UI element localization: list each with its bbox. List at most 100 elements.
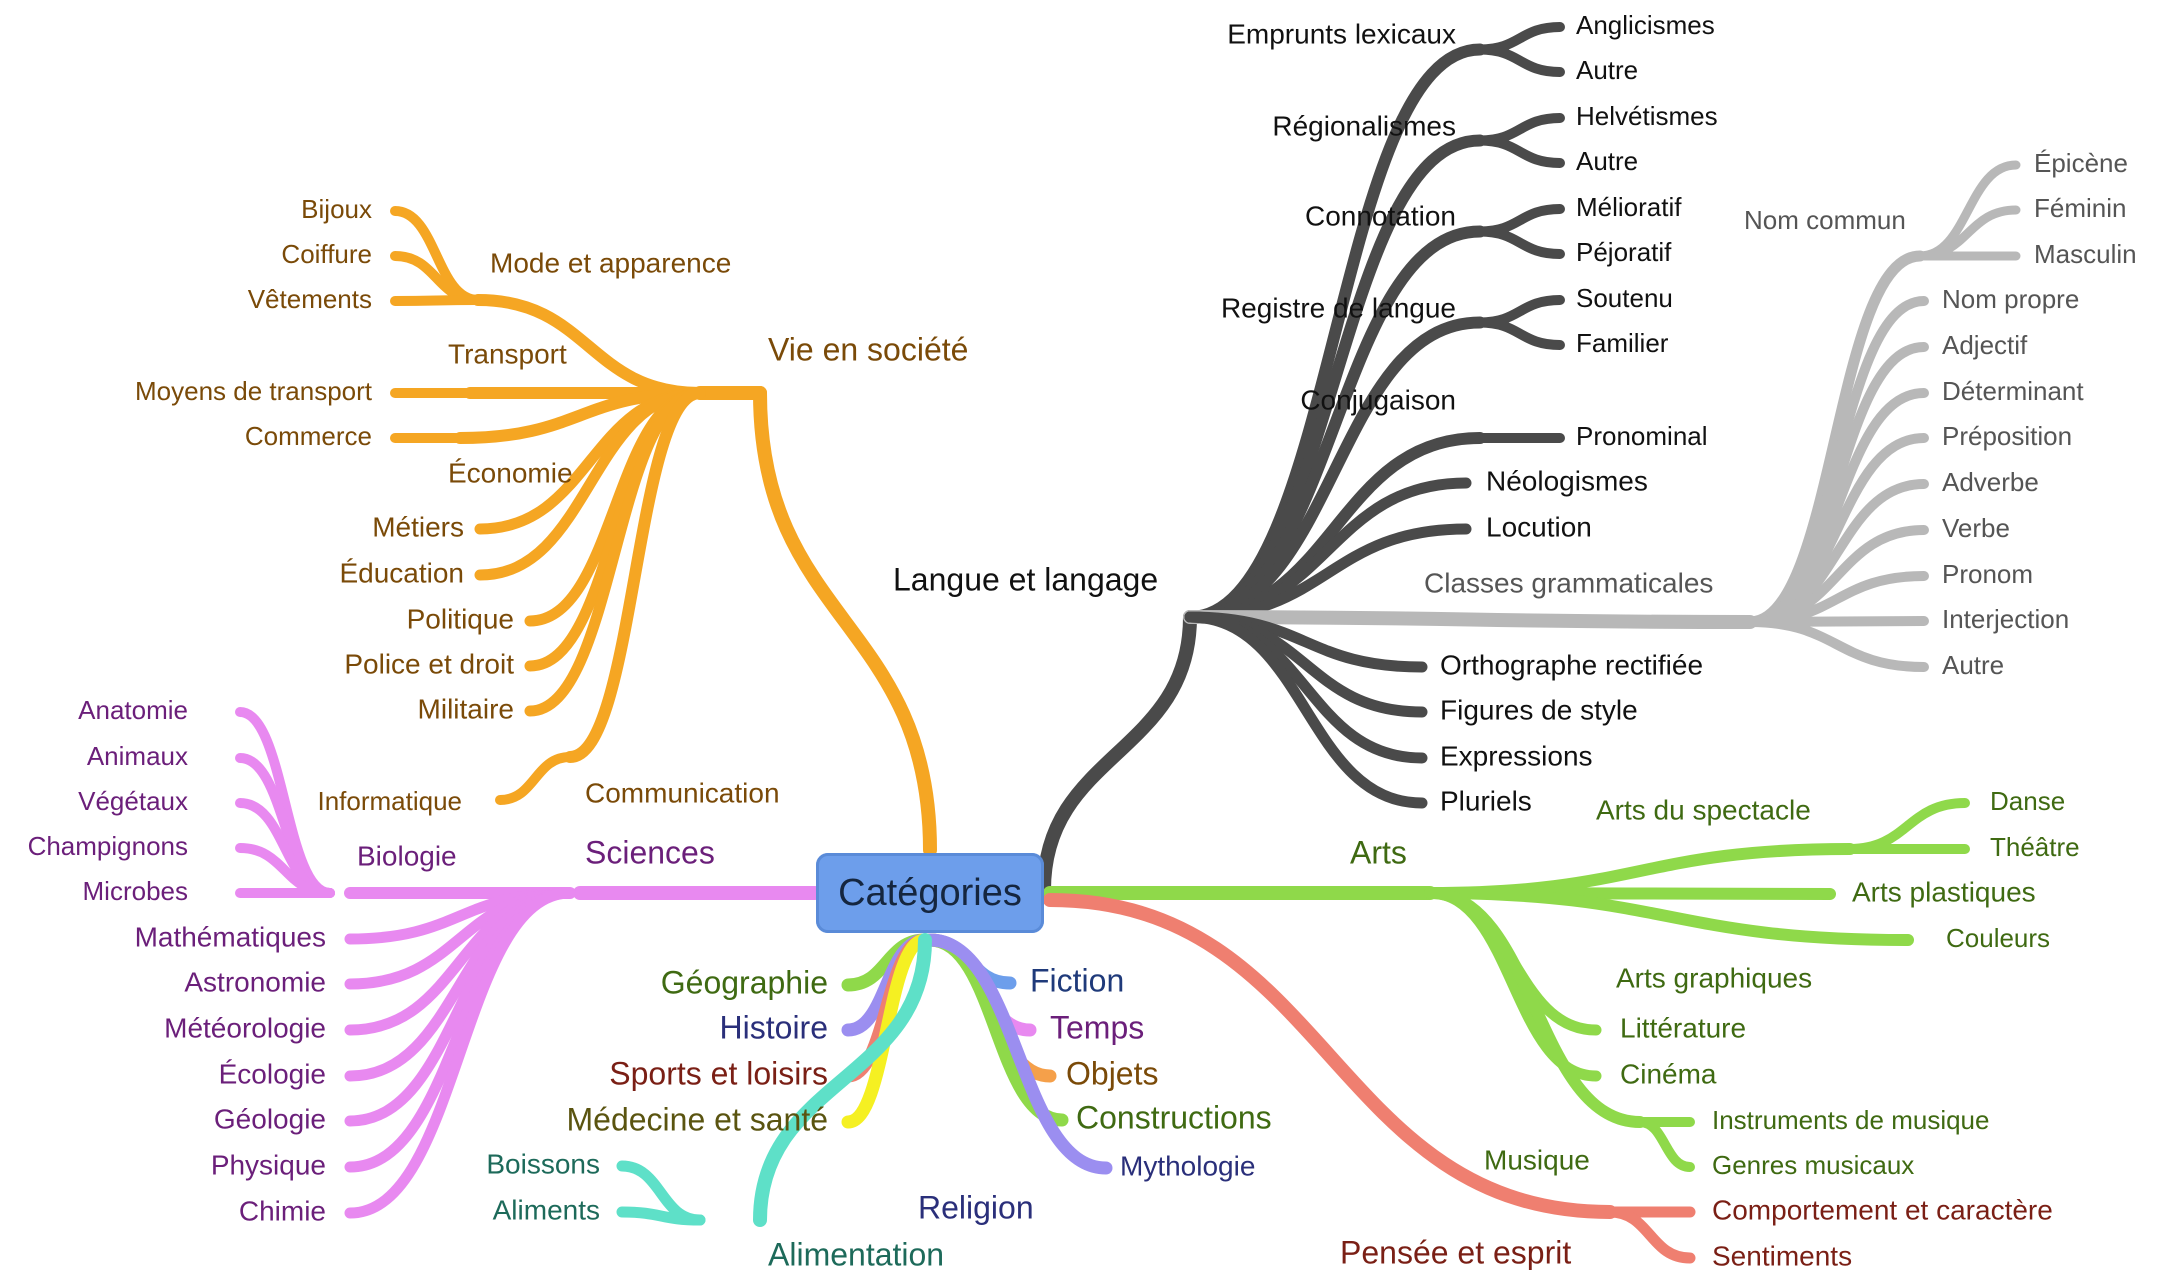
- link-68: [1845, 798, 1970, 854]
- node-comportement-et-caractere[interactable]: Comportement et caractère: [1712, 1194, 2053, 1225]
- node-temps[interactable]: Temps: [1050, 1009, 1144, 1045]
- node-astronomie[interactable]: Astronomie: [184, 966, 326, 997]
- node-mode-et-apparence[interactable]: Mode et apparence: [490, 247, 731, 278]
- node-sciences[interactable]: Sciences: [585, 834, 715, 870]
- node-expressions[interactable]: Expressions: [1440, 740, 1593, 771]
- node-determinant[interactable]: Déterminant: [1942, 376, 2084, 406]
- node-feminin[interactable]: Féminin: [2034, 193, 2126, 223]
- node-moyens-de-transport[interactable]: Moyens de transport: [135, 376, 373, 406]
- node-fiction[interactable]: Fiction: [1030, 962, 1124, 998]
- node-conjugaison[interactable]: Conjugaison: [1300, 384, 1456, 415]
- node-biologie[interactable]: Biologie: [357, 840, 457, 871]
- node-vetements[interactable]: Vêtements: [248, 284, 372, 314]
- node-arts-du-spectacle[interactable]: Arts du spectacle: [1596, 794, 1811, 825]
- node-aliments[interactable]: Aliments: [493, 1194, 600, 1225]
- node-helvetismes[interactable]: Helvétismes: [1576, 101, 1718, 131]
- node-theatre[interactable]: Théâtre: [1990, 832, 2080, 862]
- node-animaux[interactable]: Animaux: [87, 741, 188, 771]
- node-militaire[interactable]: Militaire: [418, 693, 514, 724]
- node-anatomie[interactable]: Anatomie: [78, 695, 188, 725]
- node-pensee-et-esprit[interactable]: Pensée et esprit: [1340, 1234, 1571, 1270]
- node-instruments-de-musique[interactable]: Instruments de musique: [1712, 1105, 1989, 1135]
- node-regionalismes[interactable]: Régionalismes: [1272, 110, 1456, 141]
- node-mythologie[interactable]: Mythologie: [1120, 1150, 1255, 1181]
- node-vegetaux[interactable]: Végétaux: [78, 786, 188, 816]
- node-economie[interactable]: Économie: [448, 457, 573, 488]
- link-28: [344, 887, 576, 1127]
- node-communication[interactable]: Communication: [585, 777, 780, 808]
- node-musique[interactable]: Musique: [1484, 1144, 1590, 1175]
- node-histoire[interactable]: Histoire: [720, 1009, 828, 1045]
- node-anglicismes[interactable]: Anglicismes: [1576, 10, 1715, 40]
- node-boissons[interactable]: Boissons: [486, 1148, 600, 1179]
- node-microbes[interactable]: Microbes: [83, 876, 188, 906]
- node-connotation[interactable]: Connotation: [1305, 200, 1456, 231]
- node-objets[interactable]: Objets: [1066, 1055, 1158, 1091]
- node-masculin[interactable]: Masculin: [2034, 239, 2137, 269]
- node-figures-de-style[interactable]: Figures de style: [1440, 694, 1638, 725]
- node-physique[interactable]: Physique: [211, 1149, 326, 1180]
- node-chimie[interactable]: Chimie: [239, 1195, 326, 1226]
- node-classes-grammaticales[interactable]: Classes grammaticales: [1424, 567, 1713, 598]
- node-transport[interactable]: Transport: [448, 338, 567, 369]
- node-autre[interactable]: Autre: [1576, 55, 1638, 85]
- node-pejoratif[interactable]: Péjoratif: [1576, 237, 1672, 267]
- node-adjectif[interactable]: Adjectif: [1942, 330, 2028, 360]
- node-verbe[interactable]: Verbe: [1942, 513, 2010, 543]
- node-pluriels[interactable]: Pluriels: [1440, 785, 1532, 816]
- node-alimentation[interactable]: Alimentation: [768, 1236, 944, 1272]
- node-danse[interactable]: Danse: [1990, 786, 2065, 816]
- node-commerce[interactable]: Commerce: [245, 421, 372, 451]
- node-arts-plastiques[interactable]: Arts plastiques: [1852, 876, 2036, 907]
- node-preposition[interactable]: Préposition: [1942, 421, 2072, 451]
- node-politique[interactable]: Politique: [407, 603, 514, 634]
- node-ecologie[interactable]: Écologie: [219, 1058, 326, 1089]
- node-langue-et-langage[interactable]: Langue et langage: [893, 561, 1158, 597]
- link-11: [474, 387, 706, 581]
- node-cinema[interactable]: Cinéma: [1620, 1058, 1717, 1089]
- node-autre[interactable]: Autre: [1576, 146, 1638, 176]
- node-pronom[interactable]: Pronom: [1942, 559, 2033, 589]
- node-melioratif[interactable]: Mélioratif: [1576, 192, 1682, 222]
- node-neologismes[interactable]: Néologismes: [1486, 465, 1648, 496]
- node-couleurs[interactable]: Couleurs: [1946, 923, 2050, 953]
- node-coiffure[interactable]: Coiffure: [281, 239, 372, 269]
- node-geologie[interactable]: Géologie: [214, 1103, 326, 1134]
- center-node-label: Catégories: [838, 871, 1022, 914]
- node-autre[interactable]: Autre: [1942, 650, 2004, 680]
- node-genres-musicaux[interactable]: Genres musicaux: [1712, 1150, 1914, 1180]
- node-labels: Vie en société Mode et apparence BijouxCoi…: [28, 10, 2137, 1273]
- node-geographie[interactable]: Géographie: [661, 964, 828, 1000]
- node-metiers[interactable]: Métiers: [372, 511, 464, 542]
- node-sentiments[interactable]: Sentiments: [1712, 1240, 1852, 1271]
- node-nom-propre[interactable]: Nom propre: [1942, 284, 2079, 314]
- node-mathematiques[interactable]: Mathématiques: [135, 921, 326, 952]
- node-constructions[interactable]: Constructions: [1076, 1099, 1272, 1135]
- node-police-et-droit[interactable]: Police et droit: [344, 648, 514, 679]
- node-adverbe[interactable]: Adverbe: [1942, 467, 2039, 497]
- node-religion[interactable]: Religion: [918, 1189, 1034, 1225]
- node-nom-commun[interactable]: Nom commun: [1744, 205, 1906, 235]
- center-node[interactable]: [816, 853, 1044, 933]
- node-soutenu[interactable]: Soutenu: [1576, 283, 1673, 313]
- node-registre-de-langue[interactable]: Registre de langue: [1221, 292, 1456, 323]
- node-meteorologie[interactable]: Météorologie: [164, 1012, 326, 1043]
- node-interjection[interactable]: Interjection: [1942, 604, 2069, 634]
- node-education[interactable]: Éducation: [339, 557, 464, 588]
- node-arts[interactable]: Arts: [1350, 834, 1407, 870]
- node-orthographe-rectifiee[interactable]: Orthographe rectifiée: [1440, 649, 1703, 680]
- node-medecine-et-sante[interactable]: Médecine et santé: [567, 1101, 829, 1137]
- node-emprunts-lexicaux[interactable]: Emprunts lexicaux: [1227, 18, 1456, 49]
- link-65: [1184, 611, 1428, 809]
- node-champignons[interactable]: Champignons: [28, 831, 188, 861]
- node-pronominal[interactable]: Pronominal: [1576, 421, 1708, 451]
- node-informatique[interactable]: Informatique: [317, 786, 462, 816]
- node-vie-en-societe[interactable]: Vie en société: [768, 331, 968, 367]
- node-locution[interactable]: Locution: [1486, 511, 1592, 542]
- node-litterature[interactable]: Littérature: [1620, 1012, 1746, 1043]
- node-epicene[interactable]: Épicène: [2034, 148, 2128, 178]
- node-sports-et-loisirs[interactable]: Sports et loisirs: [609, 1055, 828, 1091]
- node-bijoux[interactable]: Bijoux: [301, 194, 372, 224]
- node-arts-graphiques[interactable]: Arts graphiques: [1616, 962, 1812, 993]
- node-familier[interactable]: Familier: [1576, 328, 1669, 358]
